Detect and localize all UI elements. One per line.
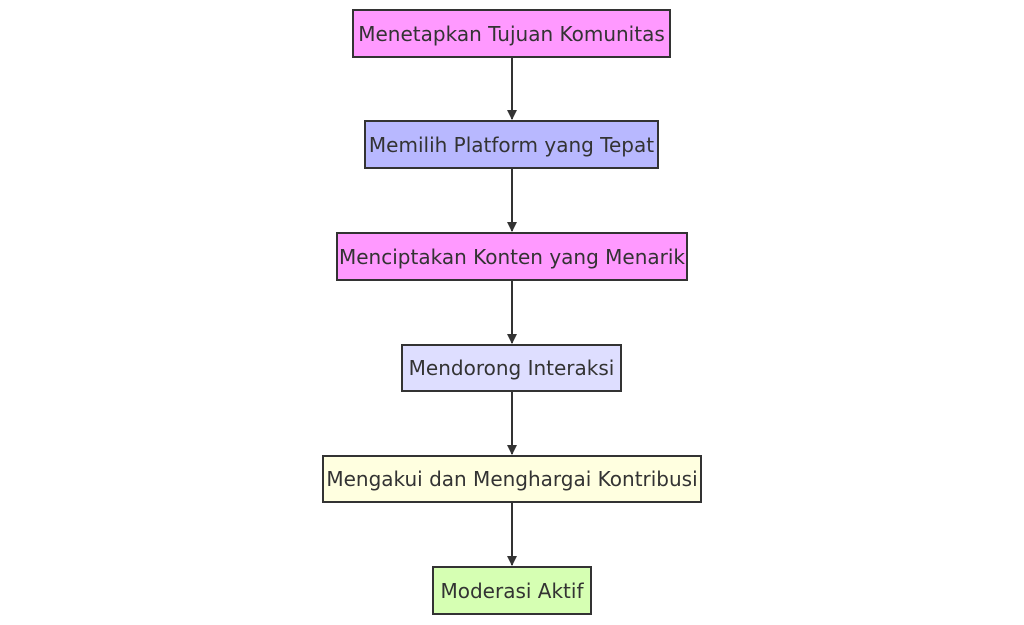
node-label: Mendorong Interaksi	[408, 356, 615, 380]
node-label: Moderasi Aktif	[440, 578, 584, 603]
node-label: Menetapkan Tujuan Komunitas	[358, 21, 665, 46]
node-memilih-platform: Memilih Platform yang Tepat	[364, 120, 659, 169]
node-moderasi-aktif: Moderasi Aktif	[432, 566, 592, 615]
node-menciptakan-konten: Menciptakan Konten yang Menarik	[336, 232, 688, 281]
node-label: Mengakui dan Menghargai Kontribusi	[326, 467, 698, 491]
node-label: Memilih Platform yang Tepat	[368, 132, 655, 157]
node-label: Menciptakan Konten yang Menarik	[339, 244, 685, 269]
node-mengakui-kontribusi: Mengakui dan Menghargai Kontribusi	[322, 455, 702, 503]
node-menetapkan-tujuan-komunitas: Menetapkan Tujuan Komunitas	[352, 9, 671, 58]
node-mendorong-interaksi: Mendorong Interaksi	[401, 344, 622, 392]
